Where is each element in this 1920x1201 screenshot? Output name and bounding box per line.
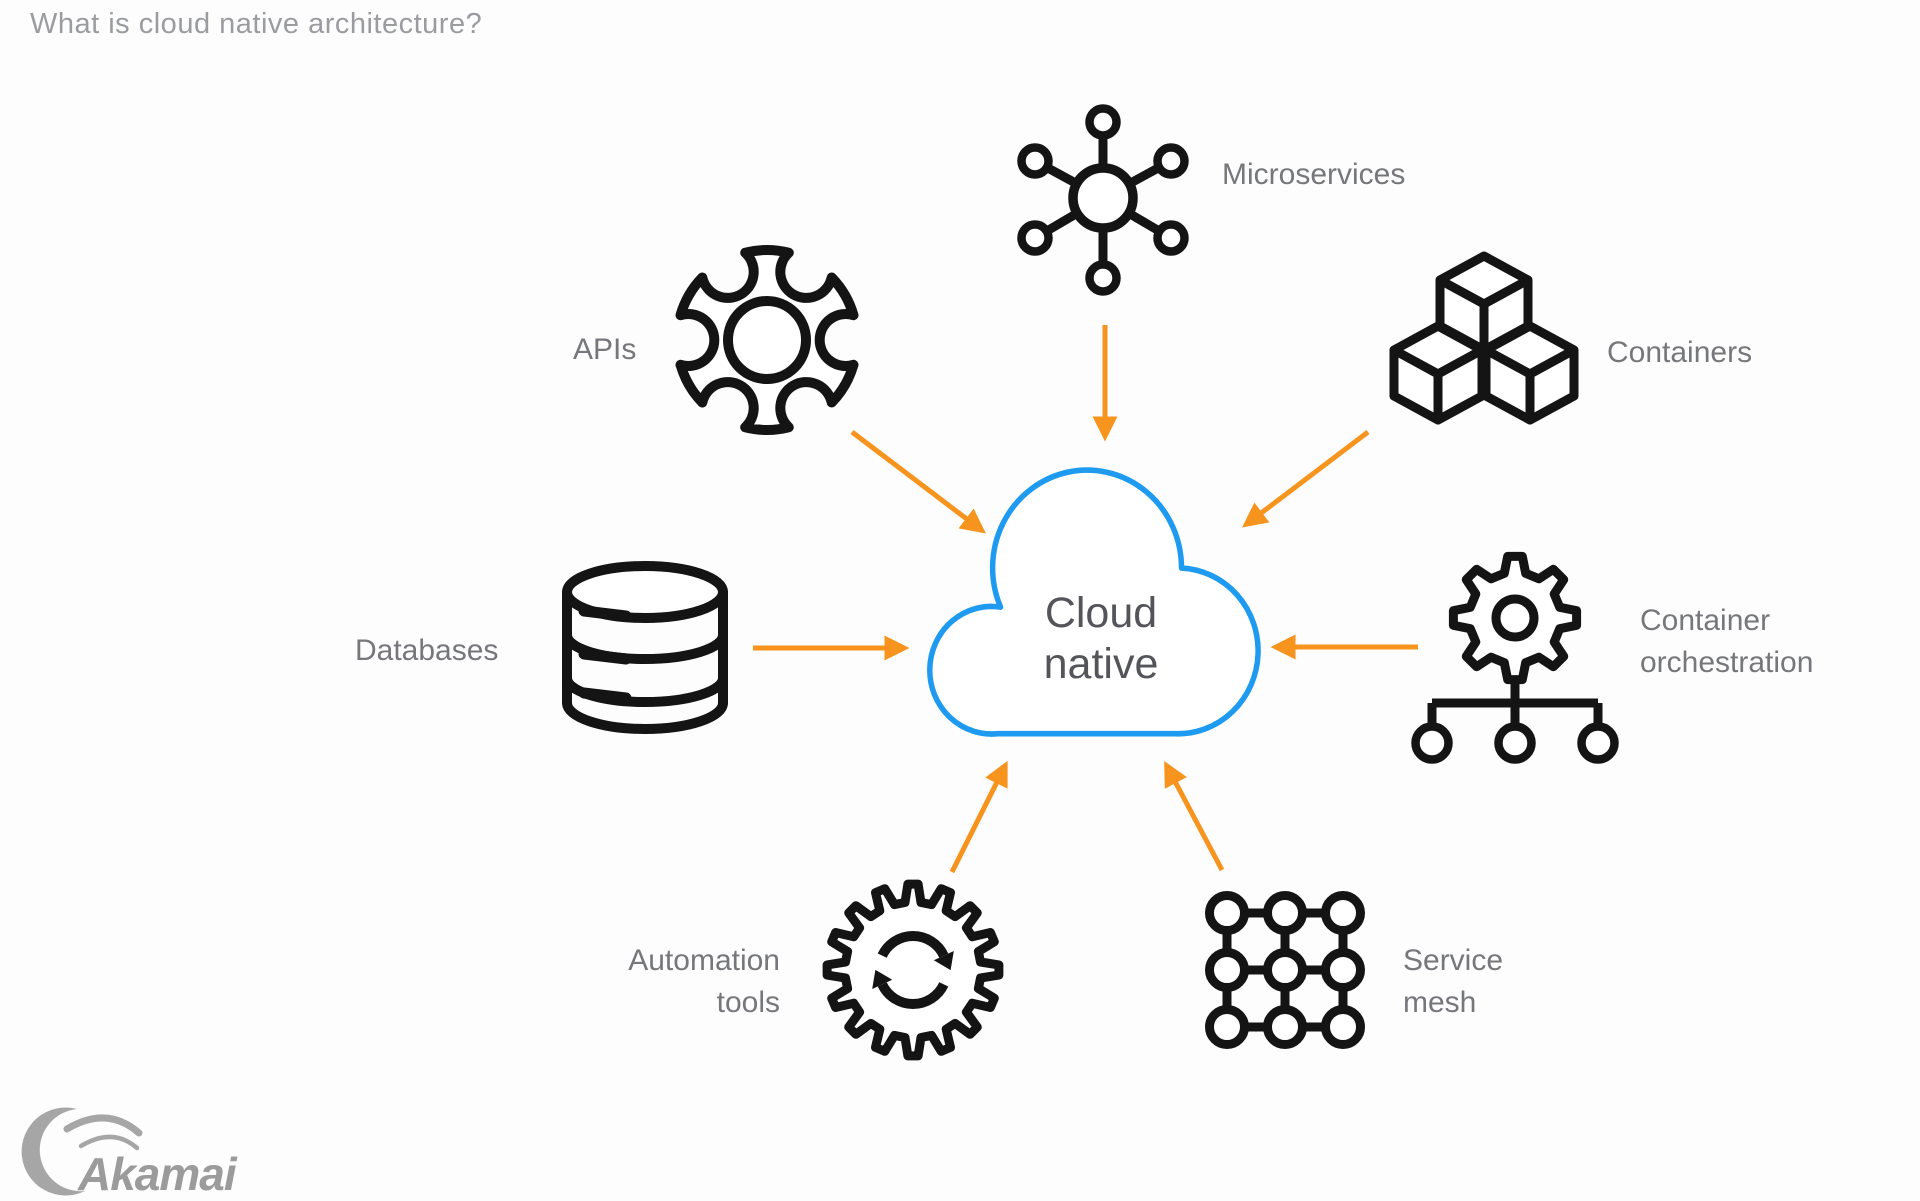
databases-label: Databases [355, 630, 498, 672]
containers-label: Containers [1607, 332, 1752, 374]
orchestration-label-line2: orchestration [1640, 646, 1814, 679]
databases-label-text: Databases [355, 634, 499, 667]
automation-label: Automation tools [580, 940, 780, 1024]
automation-label-line2: tools [716, 986, 780, 1019]
microservices-label-text: Microservices [1222, 158, 1406, 191]
hub-spoke-icon [1017, 104, 1189, 296]
microservices-label: Microservices [1222, 154, 1405, 196]
apis-label-text: APIs [573, 333, 637, 366]
service-mesh-label: Service mesh [1403, 940, 1503, 1024]
akamai-logo-wordmark: Akamai [78, 1148, 237, 1200]
page-title: What is cloud native architecture? [30, 8, 483, 40]
gear-sync-icon [822, 879, 1004, 1061]
cloud-label-line2: native [1043, 640, 1159, 688]
gear-tree-icon [1411, 551, 1619, 764]
akamai-logo-mark [21, 1107, 143, 1196]
arrow-automation-to-cloud [949, 760, 1008, 874]
arrow-containers-to-cloud [1242, 430, 1370, 528]
stacked-cubes-icon [1389, 251, 1579, 425]
gear-icon [675, 245, 859, 435]
service-mesh-label-line1: Service [1403, 944, 1504, 977]
cloud-label-line1: Cloud [1044, 589, 1158, 637]
arrow-apis-to-cloud [850, 430, 986, 534]
automation-label-line1: Automation [628, 944, 780, 977]
apis-label: APIs [573, 329, 636, 371]
orchestration-label: Container orchestration [1640, 600, 1813, 684]
cloud-label: Cloud native [995, 588, 1207, 690]
database-cylinder-icon [562, 561, 728, 734]
orchestration-label-line1: Container [1640, 604, 1771, 637]
node-grid-icon [1205, 891, 1365, 1049]
arrow-mesh-to-cloud [1164, 760, 1225, 872]
service-mesh-label-line2: mesh [1403, 986, 1477, 1019]
cloud-shape [927, 467, 1261, 737]
containers-label-text: Containers [1607, 336, 1753, 369]
